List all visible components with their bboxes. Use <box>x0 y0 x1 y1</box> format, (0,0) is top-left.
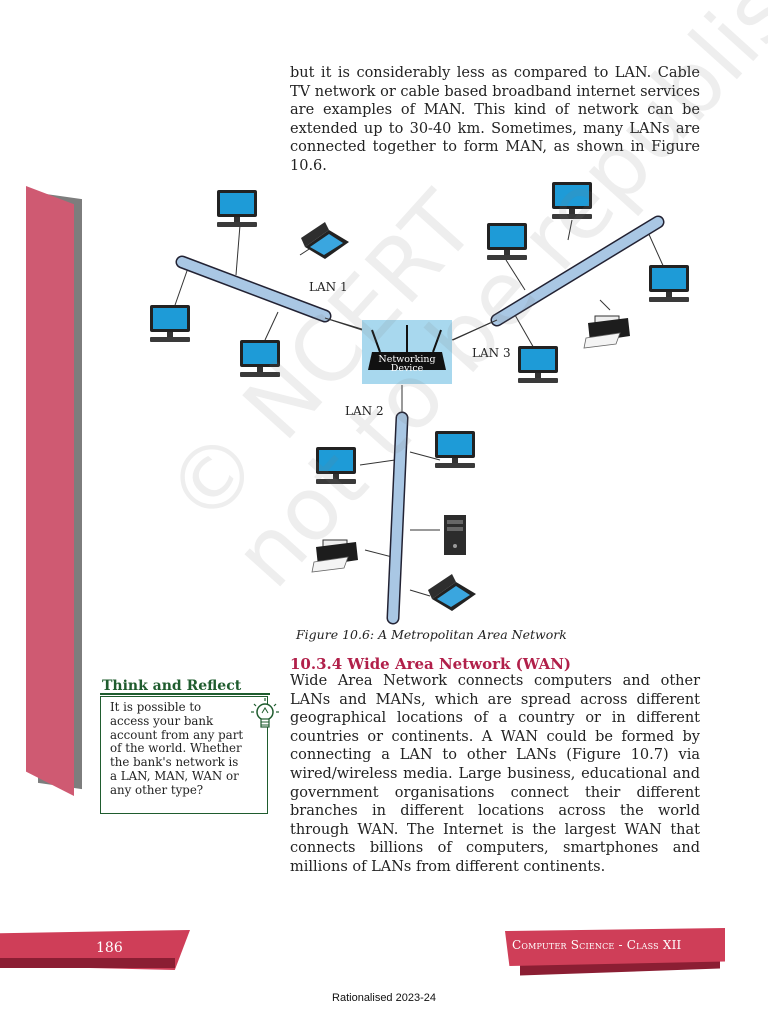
rationalised-note: Rationalised 2023-24 <box>332 992 436 1004</box>
printer-icon <box>583 315 631 349</box>
computer-icon <box>487 223 527 260</box>
think-reflect-rule <box>100 693 270 695</box>
computer-icon <box>552 182 592 219</box>
scanner-icon <box>428 574 476 611</box>
lan3-label: LAN 3 <box>472 346 511 360</box>
footer-right-band <box>505 928 725 966</box>
section-body-text: Wide Area Network connects computers and… <box>290 673 700 875</box>
lan2-cable <box>386 411 409 625</box>
think-reflect-text: It is possible to access your bank accou… <box>110 700 244 797</box>
computer-icon <box>518 346 558 383</box>
section-heading: 10.3.4 Wide Area Network (WAN) <box>290 655 572 673</box>
lan2-label: LAN 2 <box>345 404 384 418</box>
think-reflect-title: Think and Reflect <box>102 678 242 694</box>
device-label-line1: Networking <box>378 354 435 365</box>
computer-icon <box>435 431 475 468</box>
device-label-line2: Device <box>391 363 424 374</box>
book-title: Computer Science - Class XII <box>512 938 682 952</box>
think-reflect-box: It is possible to access your bank accou… <box>100 696 268 814</box>
computer-icon <box>649 265 689 302</box>
computer-icon <box>217 190 257 227</box>
figure-caption: Figure 10.6: A Metropolitan Area Network <box>296 627 567 642</box>
lightbulb-icon <box>251 698 279 728</box>
lan1-cable <box>175 255 332 323</box>
page-number: 186 <box>96 940 123 956</box>
intro-text: but it is considerably less as compared … <box>290 65 700 174</box>
man-network-diagram: Networking Device LAN 1 LAN 3 LAN 2 <box>150 182 689 625</box>
computer-icon <box>150 305 190 342</box>
side-band <box>26 186 74 796</box>
scanner-icon <box>301 222 349 259</box>
intro-paragraph: but it is considerably less as compared … <box>290 64 700 176</box>
lan1-label: LAN 1 <box>309 280 348 294</box>
server-tower-icon <box>444 515 466 555</box>
computer-icon <box>316 447 356 484</box>
lan3-cable <box>490 215 665 327</box>
computer-icon <box>240 340 280 377</box>
footer-left-shadow <box>0 958 175 968</box>
section-body: Wide Area Network connects computers and… <box>290 672 700 877</box>
networking-device: Networking Device <box>362 320 452 384</box>
printer-icon <box>311 539 359 573</box>
